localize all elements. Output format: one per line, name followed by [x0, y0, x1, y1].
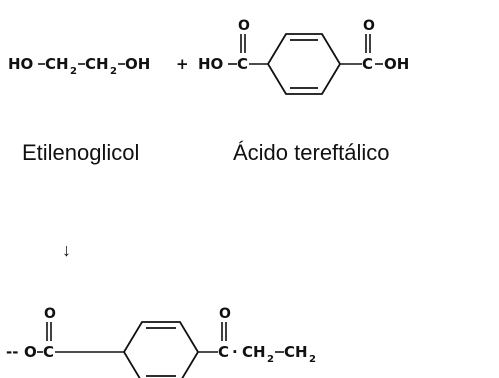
polymer-oxygen-right: O: [219, 306, 231, 322]
eg-ho: HO: [8, 55, 33, 73]
polymer-dot: ·: [232, 343, 238, 361]
polymer-ch2-a: CH: [242, 343, 266, 361]
ta-benzene-ring: [266, 33, 342, 95]
polymer-carbon-right: C: [218, 343, 229, 361]
ta-ho: HO: [198, 55, 223, 73]
eg-ch2-a-subscript: 2: [70, 66, 77, 77]
polymer-lead-dash: --: [6, 343, 18, 361]
caption-etilenoglicol: Etilenoglicol: [22, 140, 139, 165]
ta-oxygen-right: O: [363, 18, 375, 34]
polymer-carbon-left: C: [43, 343, 54, 361]
polymer-ch2-a-subscript: 2: [267, 354, 274, 365]
caption-acido-tereftalico: Ácido tereftálico: [233, 140, 390, 165]
polymer-oxygen-left: O: [44, 306, 56, 322]
ta-carbon-right: C: [362, 55, 373, 73]
eg-oh: OH: [125, 55, 150, 73]
reaction-arrow: ↓: [62, 240, 71, 260]
polymer-ch2-b-subscript: 2: [309, 354, 316, 365]
polymer-benzene-ring: [122, 321, 200, 378]
ta-oh: OH: [384, 55, 409, 73]
polymer-ch2-b: CH: [284, 343, 308, 361]
eg-ch2-b-subscript: 2: [110, 66, 117, 77]
plus-sign: +: [176, 55, 189, 73]
ethylene-glycol-formula: HO CH 2 CH 2 OH: [8, 55, 150, 77]
eg-ch2-b: CH: [85, 55, 109, 73]
polymer-ring-hexagon: [122, 321, 200, 378]
terephthalic-acid-formula: HO C O C O OH: [198, 18, 409, 95]
ta-oxygen-left: O: [238, 18, 250, 34]
ta-carbon-left: C: [237, 55, 248, 73]
eg-ch2-a: CH: [45, 55, 69, 73]
polymer-formula: -- O C O C O · CH 2 CH 2: [6, 306, 316, 378]
ta-ring-hexagon: [266, 33, 342, 95]
polymer-oxygen: O: [24, 343, 37, 361]
